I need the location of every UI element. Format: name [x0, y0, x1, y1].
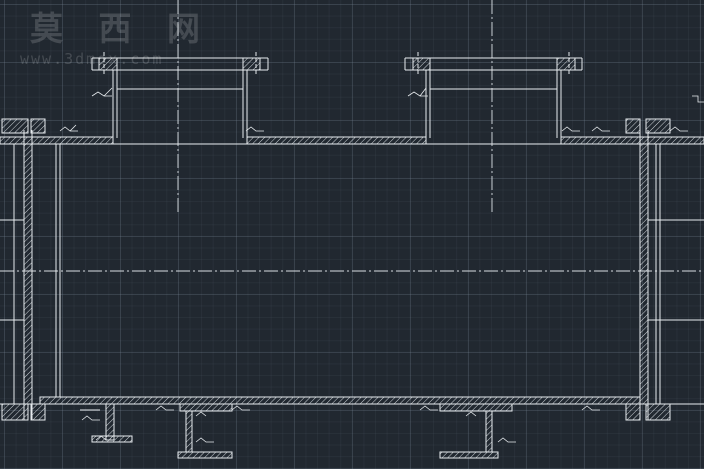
right-end-plate: [625, 118, 704, 421]
right-nozzle: [404, 52, 583, 138]
mid-right-support: [439, 403, 513, 459]
bottom-shell-wall: [0, 396, 704, 405]
watermark-url: www.3dmox.com: [20, 50, 164, 68]
mid-left-support: [177, 403, 233, 459]
left-end-plate: [0, 118, 61, 421]
left-support-saddle: [80, 403, 133, 443]
watermark-title: 莫 西 网: [30, 9, 212, 48]
weld-symbols: [59, 87, 704, 443]
left-nozzle: [91, 52, 269, 138]
top-shell-wall: [0, 136, 704, 145]
centerlines: [0, 0, 704, 272]
